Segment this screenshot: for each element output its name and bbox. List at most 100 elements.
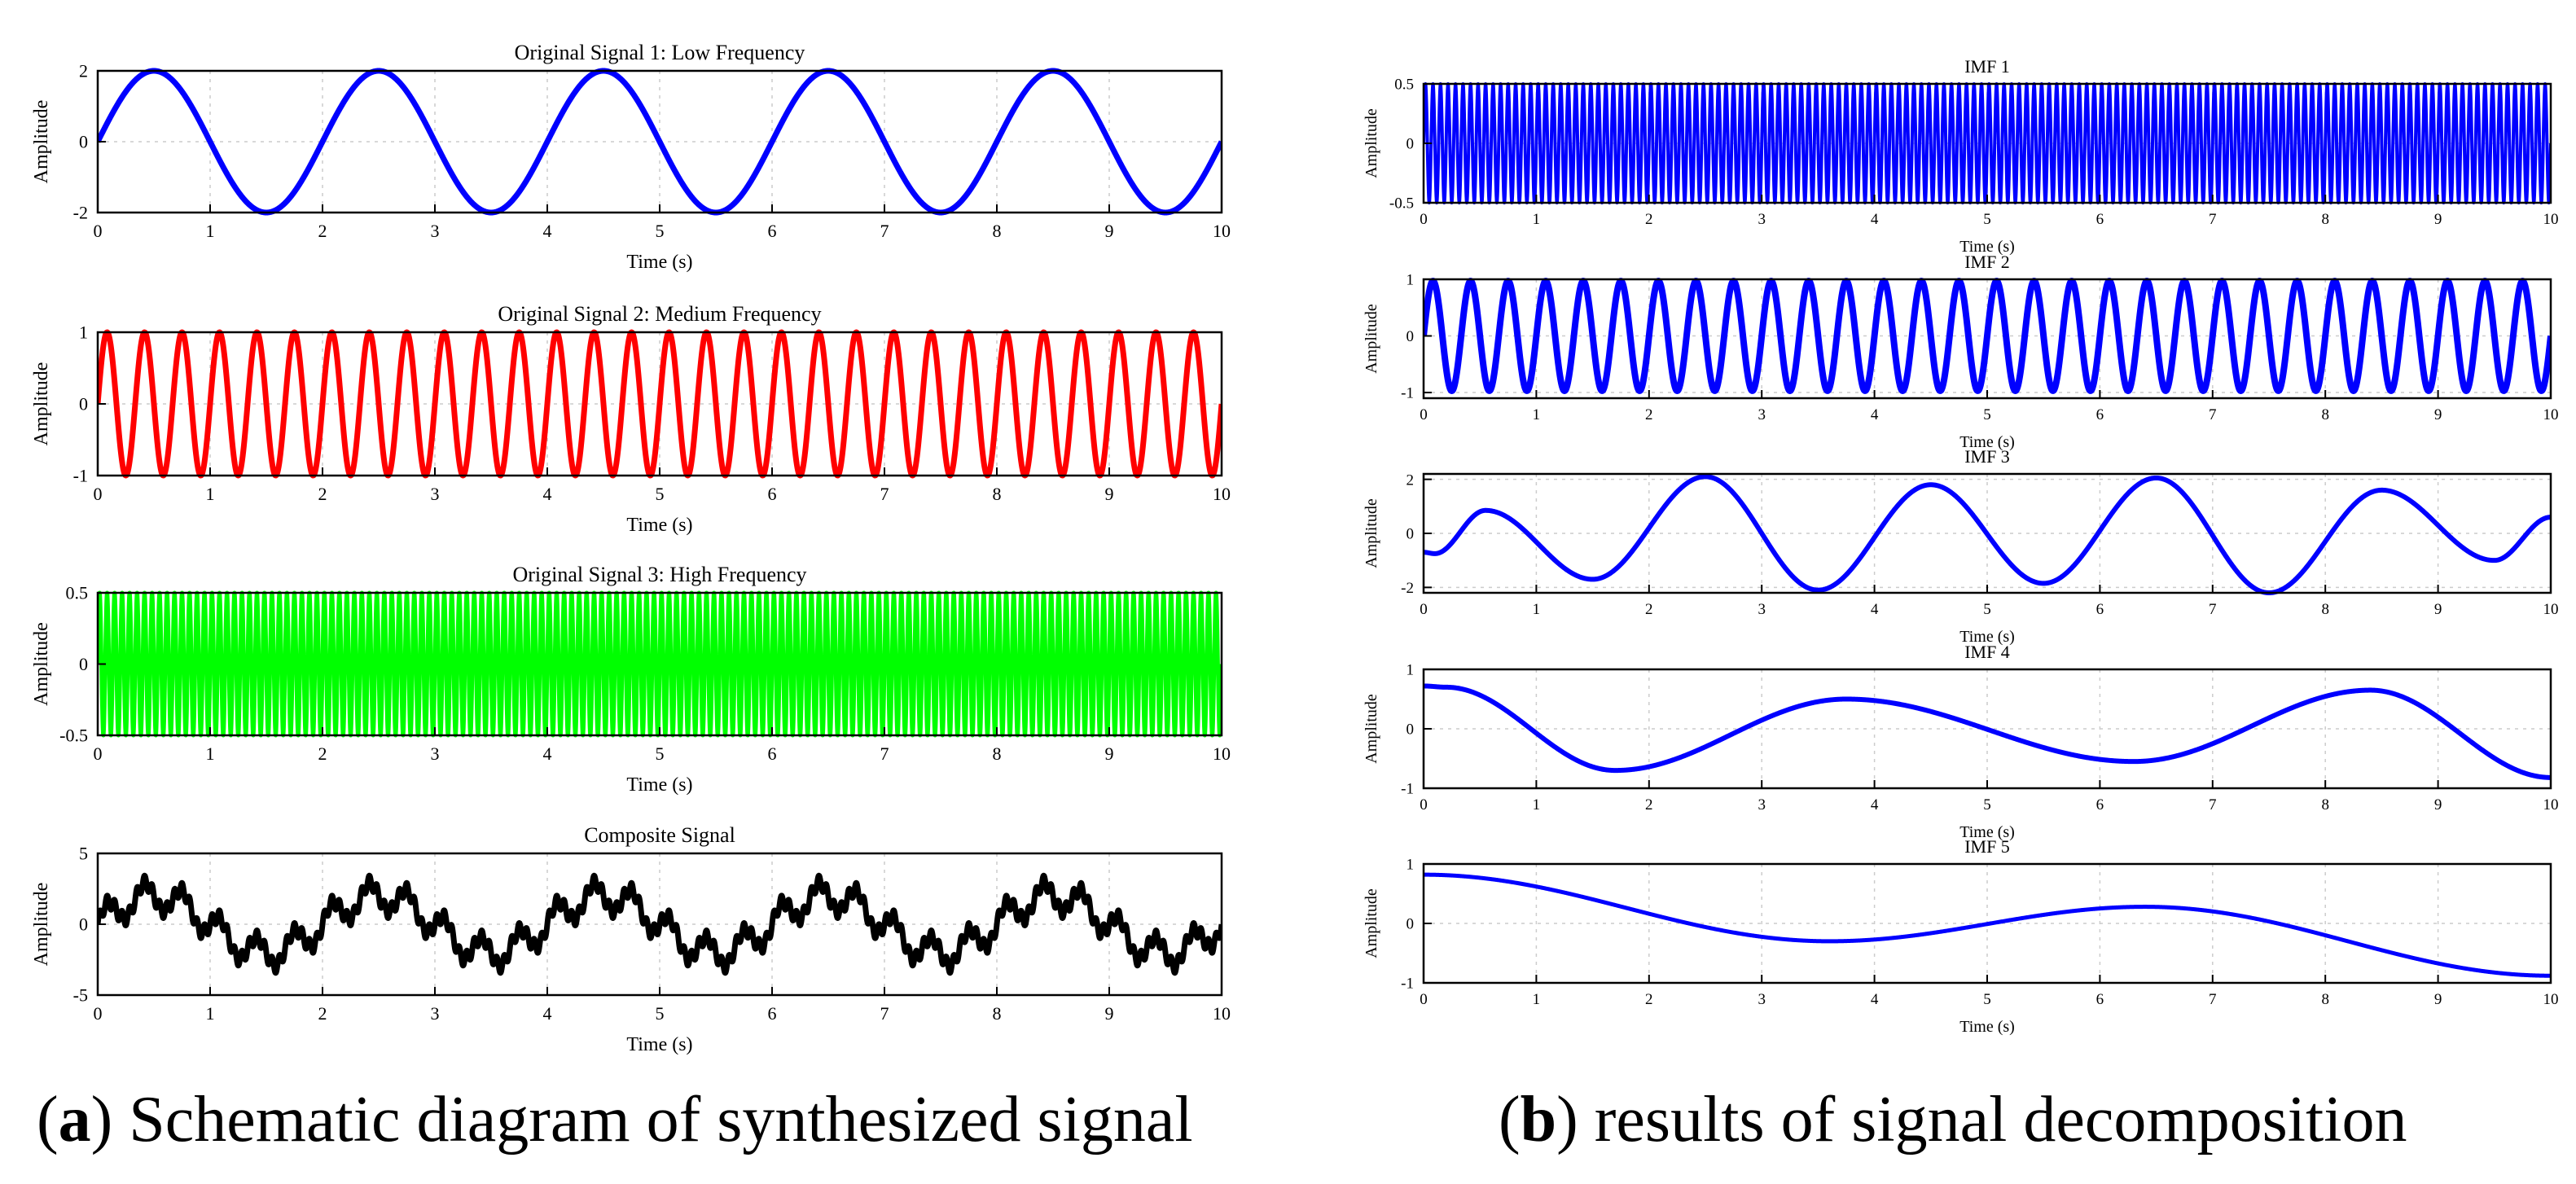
x-tick-label: 1	[206, 743, 215, 764]
y-tick-label: 2	[1406, 471, 1415, 489]
y-tick-label: -1	[73, 466, 88, 486]
x-tick-label: 10	[1213, 743, 1231, 764]
chart-title: Original Signal 2: Medium Frequency	[498, 302, 821, 326]
x-tick-label: 5	[656, 1003, 665, 1024]
x-axis-label: Time (s)	[626, 515, 692, 536]
chart-title: Original Signal 1: Low Frequency	[515, 41, 805, 64]
x-tick-label: 8	[993, 1003, 1002, 1024]
x-tick-label: 6	[768, 484, 777, 504]
x-tick-label: 7	[2209, 796, 2217, 813]
x-tick-label: 4	[543, 484, 552, 504]
chart-title: IMF 2	[1964, 252, 2010, 272]
x-tick-label: 4	[1871, 601, 1879, 618]
x-tick-label: 3	[1758, 601, 1766, 618]
y-tick-label: -2	[73, 203, 88, 223]
x-tick-label: 9	[2434, 991, 2442, 1008]
x-tick-label: 7	[880, 743, 889, 764]
x-axis-label: Time (s)	[626, 1034, 692, 1055]
x-tick-label: 1	[1533, 796, 1541, 813]
x-tick-label: 9	[1105, 743, 1114, 764]
x-tick-label: 2	[1645, 991, 1653, 1008]
x-tick-label: 4	[543, 1003, 552, 1024]
y-tick-label: 2	[79, 61, 88, 81]
x-tick-label: 5	[1983, 601, 1991, 618]
x-tick-label: 8	[993, 221, 1002, 241]
y-tick-label: 0	[79, 654, 88, 674]
x-tick-label: 4	[1871, 796, 1879, 813]
x-tick-label: 6	[2096, 406, 2104, 423]
x-tick-label: 7	[2209, 211, 2217, 228]
x-tick-label: 3	[1758, 796, 1766, 813]
series-line	[98, 68, 1222, 216]
x-tick-label: 5	[656, 743, 665, 764]
x-axis-label: Time (s)	[1959, 433, 2015, 451]
y-tick-label: 0	[79, 132, 88, 152]
y-tick-label: -0.5	[1389, 195, 1414, 213]
y-axis-label: Amplitude	[1363, 888, 1380, 958]
x-axis-label: Time (s)	[1959, 238, 2015, 256]
x-tick-label: 6	[768, 221, 777, 241]
x-tick-label: 9	[1105, 484, 1114, 504]
y-tick-label: 1	[1406, 857, 1415, 874]
x-tick-label: 0	[94, 221, 103, 241]
y-tick-label: -1	[1401, 976, 1414, 993]
y-tick-label: 0	[1406, 136, 1415, 153]
x-tick-label: 0	[1420, 601, 1428, 618]
x-tick-label: 3	[431, 1003, 440, 1024]
y-tick-label: 0.5	[1394, 77, 1414, 94]
x-tick-label: 7	[880, 221, 889, 241]
x-tick-label: 4	[543, 221, 552, 241]
y-tick-label: 0.5	[66, 583, 89, 603]
x-tick-label: 10	[2543, 406, 2559, 423]
x-tick-label: 3	[1758, 211, 1766, 228]
y-tick-label: 0	[1406, 328, 1415, 345]
caption-right-text: results of signal decomposition	[1594, 1084, 2407, 1155]
x-tick-label: 9	[2434, 211, 2442, 228]
caption-right: (b) results of signal decomposition	[1499, 1084, 2407, 1155]
caption-left: (a) Schematic diagram of synthesized sig…	[37, 1084, 1193, 1155]
y-axis-label: Amplitude	[1363, 498, 1380, 568]
caption-right-letter: b	[1520, 1084, 1557, 1155]
x-tick-label: 8	[2321, 406, 2329, 423]
x-tick-label: 3	[431, 484, 440, 504]
x-tick-label: 10	[1213, 484, 1231, 504]
x-tick-label: 8	[993, 743, 1002, 764]
y-tick-label: 1	[1406, 662, 1415, 679]
y-tick-label: -5	[73, 985, 88, 1006]
y-axis-label: Amplitude	[1363, 108, 1380, 178]
x-tick-label: 6	[768, 743, 777, 764]
x-tick-label: 2	[1645, 796, 1653, 813]
y-tick-label: -0.5	[59, 726, 88, 746]
x-tick-label: 7	[2209, 601, 2217, 618]
x-tick-label: 7	[2209, 406, 2217, 423]
x-tick-label: 0	[1420, 796, 1428, 813]
y-axis-label: Amplitude	[31, 362, 52, 446]
chart-title: Composite Signal	[584, 823, 735, 847]
chart-title: IMF 1	[1964, 56, 2010, 77]
series-line	[1424, 278, 2551, 394]
x-tick-label: 5	[1983, 211, 1991, 228]
x-tick-label: 9	[1105, 1003, 1114, 1024]
series-line	[98, 329, 1222, 479]
x-tick-label: 8	[2321, 991, 2329, 1008]
y-tick-label: -1	[1401, 385, 1414, 402]
x-tick-label: 1	[1533, 406, 1541, 423]
x-tick-label: 7	[880, 484, 889, 504]
x-tick-label: 3	[1758, 406, 1766, 423]
x-tick-label: 6	[2096, 211, 2104, 228]
series-line	[98, 872, 1222, 976]
x-tick-label: 2	[318, 1003, 327, 1024]
caption-left-text: Schematic diagram of synthesized signal	[129, 1084, 1193, 1155]
x-tick-label: 10	[2543, 601, 2559, 618]
series-line	[1424, 872, 2551, 978]
x-tick-label: 5	[1983, 796, 1991, 813]
y-axis-label: Amplitude	[31, 622, 52, 706]
x-tick-label: 10	[1213, 1003, 1231, 1024]
chart-title: IMF 3	[1964, 446, 2010, 467]
chart-title: Original Signal 3: High Frequency	[512, 563, 806, 586]
x-tick-label: 7	[880, 1003, 889, 1024]
x-tick-label: 1	[206, 484, 215, 504]
